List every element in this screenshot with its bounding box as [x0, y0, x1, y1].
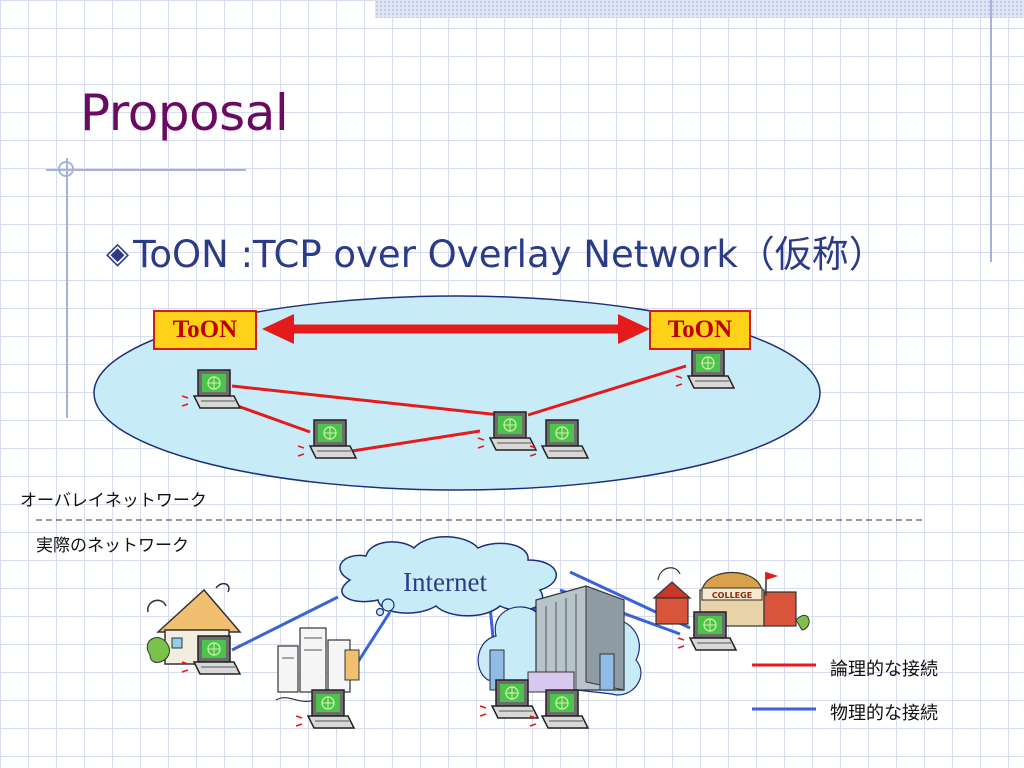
- skyscraper-clipart: [477, 585, 642, 696]
- slide-title: Proposal: [80, 84, 289, 142]
- legend-physical-label: 物理的な接続: [830, 703, 938, 724]
- overlay-network-label: オーバレイネットワーク: [20, 491, 207, 511]
- overlay-network-ellipse: [93, 295, 821, 491]
- decorative-horizontal-line: [46, 169, 246, 171]
- house-clipart: [146, 582, 242, 665]
- diamond-bullet-icon: ◈: [106, 236, 130, 271]
- overlay-logical-links: [231, 364, 687, 453]
- bullet-point: ◈ToON :TCP over Overlay Network（仮称）: [106, 228, 906, 281]
- bullet-text: ToON :TCP over Overlay Network（仮称）: [133, 233, 886, 276]
- physical-host-4: [529, 689, 589, 729]
- physical-network-label: 実際のネットワーク: [36, 536, 189, 556]
- toon-node-left: ToON: [153, 310, 257, 350]
- decorative-circle: [58, 161, 74, 177]
- header-band: [375, 0, 1024, 18]
- decorative-right-line: [990, 0, 992, 262]
- decorative-vertical-line: [66, 158, 68, 418]
- physical-host-2: [295, 689, 355, 729]
- internet-label: Internet: [403, 567, 487, 597]
- college-clipart: COLLEGE: [652, 567, 810, 631]
- internet-cloud: [339, 536, 557, 617]
- legend-logical-label: 論理的な接続: [830, 659, 938, 680]
- college-sign: COLLEGE: [712, 591, 752, 600]
- town-clipart: [275, 627, 360, 703]
- toon-logical-arrow: [262, 314, 650, 344]
- toon-node-right: ToON: [649, 310, 751, 350]
